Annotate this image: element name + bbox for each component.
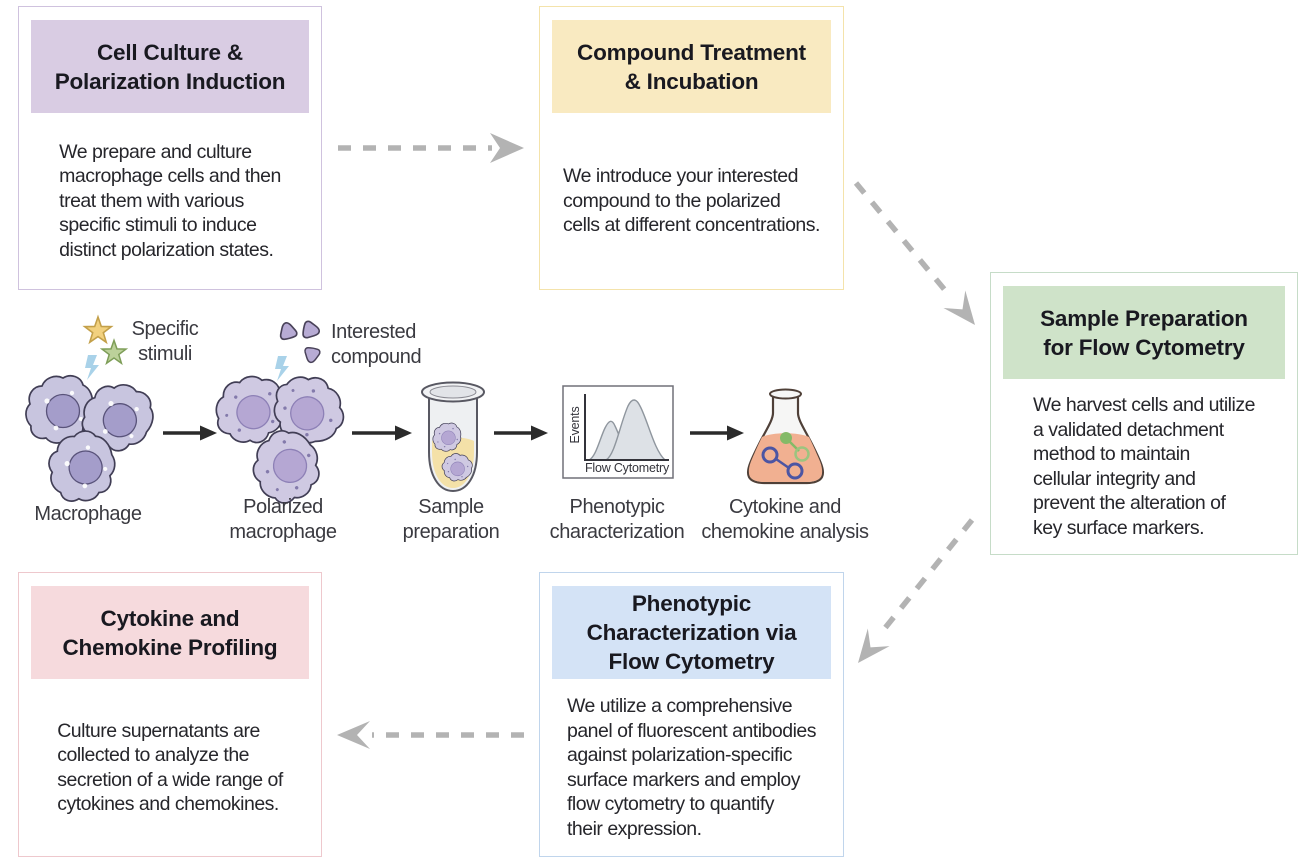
box-sample-preparation-bodywrap: We harvest cells and utilize a validated…	[991, 379, 1297, 554]
box-cytokine-profiling-title: Cytokine and Chemokine Profiling	[62, 605, 278, 660]
box-compound-treatment-bodywrap: We introduce your interested compound to…	[540, 113, 843, 289]
box-sample-preparation-title: Sample Preparation for Flow Cytometry	[1040, 305, 1248, 360]
box-cell-culture-header: Cell Culture & Polarization Induction	[31, 20, 309, 113]
flask-icon	[746, 388, 825, 485]
cytokine-analysis-label: Cytokine and chemokine analysis	[701, 496, 869, 543]
box-sample-preparation-header: Sample Preparation for Flow Cytometry	[1003, 286, 1285, 379]
phenotypic-characterization-label: Phenotypic characterization	[549, 496, 685, 543]
box-phenotypic-characterization: Phenotypic Characterization via Flow Cyt…	[539, 572, 844, 857]
polarized-macrophage-label: Polarized macrophage	[229, 496, 337, 543]
box-phenotypic-characterization-bodywrap: We utilize a comprehensive panel of fluo…	[540, 679, 843, 856]
dashed-arrow-down-right	[853, 181, 975, 325]
sample-preparation-label: Sample preparation	[402, 496, 500, 543]
box-sample-preparation: Sample Preparation for Flow Cytometry We…	[990, 272, 1298, 555]
dashed-arrow-left	[337, 721, 524, 749]
lightning-bolt-icon-2	[275, 356, 289, 381]
box-cell-culture-title: Cell Culture & Polarization Induction	[54, 39, 286, 94]
box-compound-treatment-body: We introduce your interested compound to…	[563, 165, 820, 237]
box-phenotypic-characterization-body: We utilize a comprehensive panel of fluo…	[566, 695, 817, 840]
box-cytokine-profiling-body: Culture supernatants are collected to an…	[57, 719, 283, 816]
box-phenotypic-characterization-title: Phenotypic Characterization via Flow Cyt…	[586, 591, 797, 674]
lightning-bolt-icon	[85, 355, 99, 380]
macrophage-cells-icon	[26, 371, 163, 510]
compound-particles-icon	[276, 319, 322, 365]
flow-plot-xlabel: Flow Cytometry	[584, 461, 670, 475]
box-compound-treatment: Compound Treatment & Incubation We intro…	[539, 6, 844, 290]
flow-plot-ylabel: Events	[568, 406, 582, 444]
box-cell-culture-bodywrap: We prepare and culture macrophage cells …	[19, 113, 321, 289]
specific-stimuli-label: Specific stimuli	[131, 318, 199, 365]
solid-arrow-4	[690, 425, 744, 441]
interested-compound-label: Interested compound	[331, 321, 422, 368]
solid-arrow-2	[352, 425, 412, 441]
box-cell-culture: Cell Culture & Polarization Induction We…	[18, 6, 322, 290]
solid-arrow-1	[163, 425, 217, 441]
box-cell-culture-body: We prepare and culture macrophage cells …	[59, 140, 281, 261]
dashed-arrow-right	[338, 133, 524, 163]
macrophage-label: Macrophage	[34, 503, 142, 525]
polarized-cells-icon	[209, 369, 347, 515]
yellow-star-icon	[83, 316, 113, 344]
box-compound-treatment-header: Compound Treatment & Incubation	[552, 20, 831, 113]
box-compound-treatment-title: Compound Treatment & Incubation	[577, 39, 806, 94]
box-sample-preparation-body: We harvest cells and utilize a validated…	[1033, 394, 1255, 539]
sample-tube-icon	[421, 381, 485, 493]
box-cytokine-profiling: Cytokine and Chemokine Profiling Culture…	[18, 572, 322, 857]
solid-arrow-3	[494, 425, 548, 441]
box-cytokine-profiling-bodywrap: Culture supernatants are collected to an…	[19, 679, 321, 856]
box-phenotypic-characterization-header: Phenotypic Characterization via Flow Cyt…	[552, 586, 831, 679]
box-cytokine-profiling-header: Cytokine and Chemokine Profiling	[31, 586, 309, 679]
